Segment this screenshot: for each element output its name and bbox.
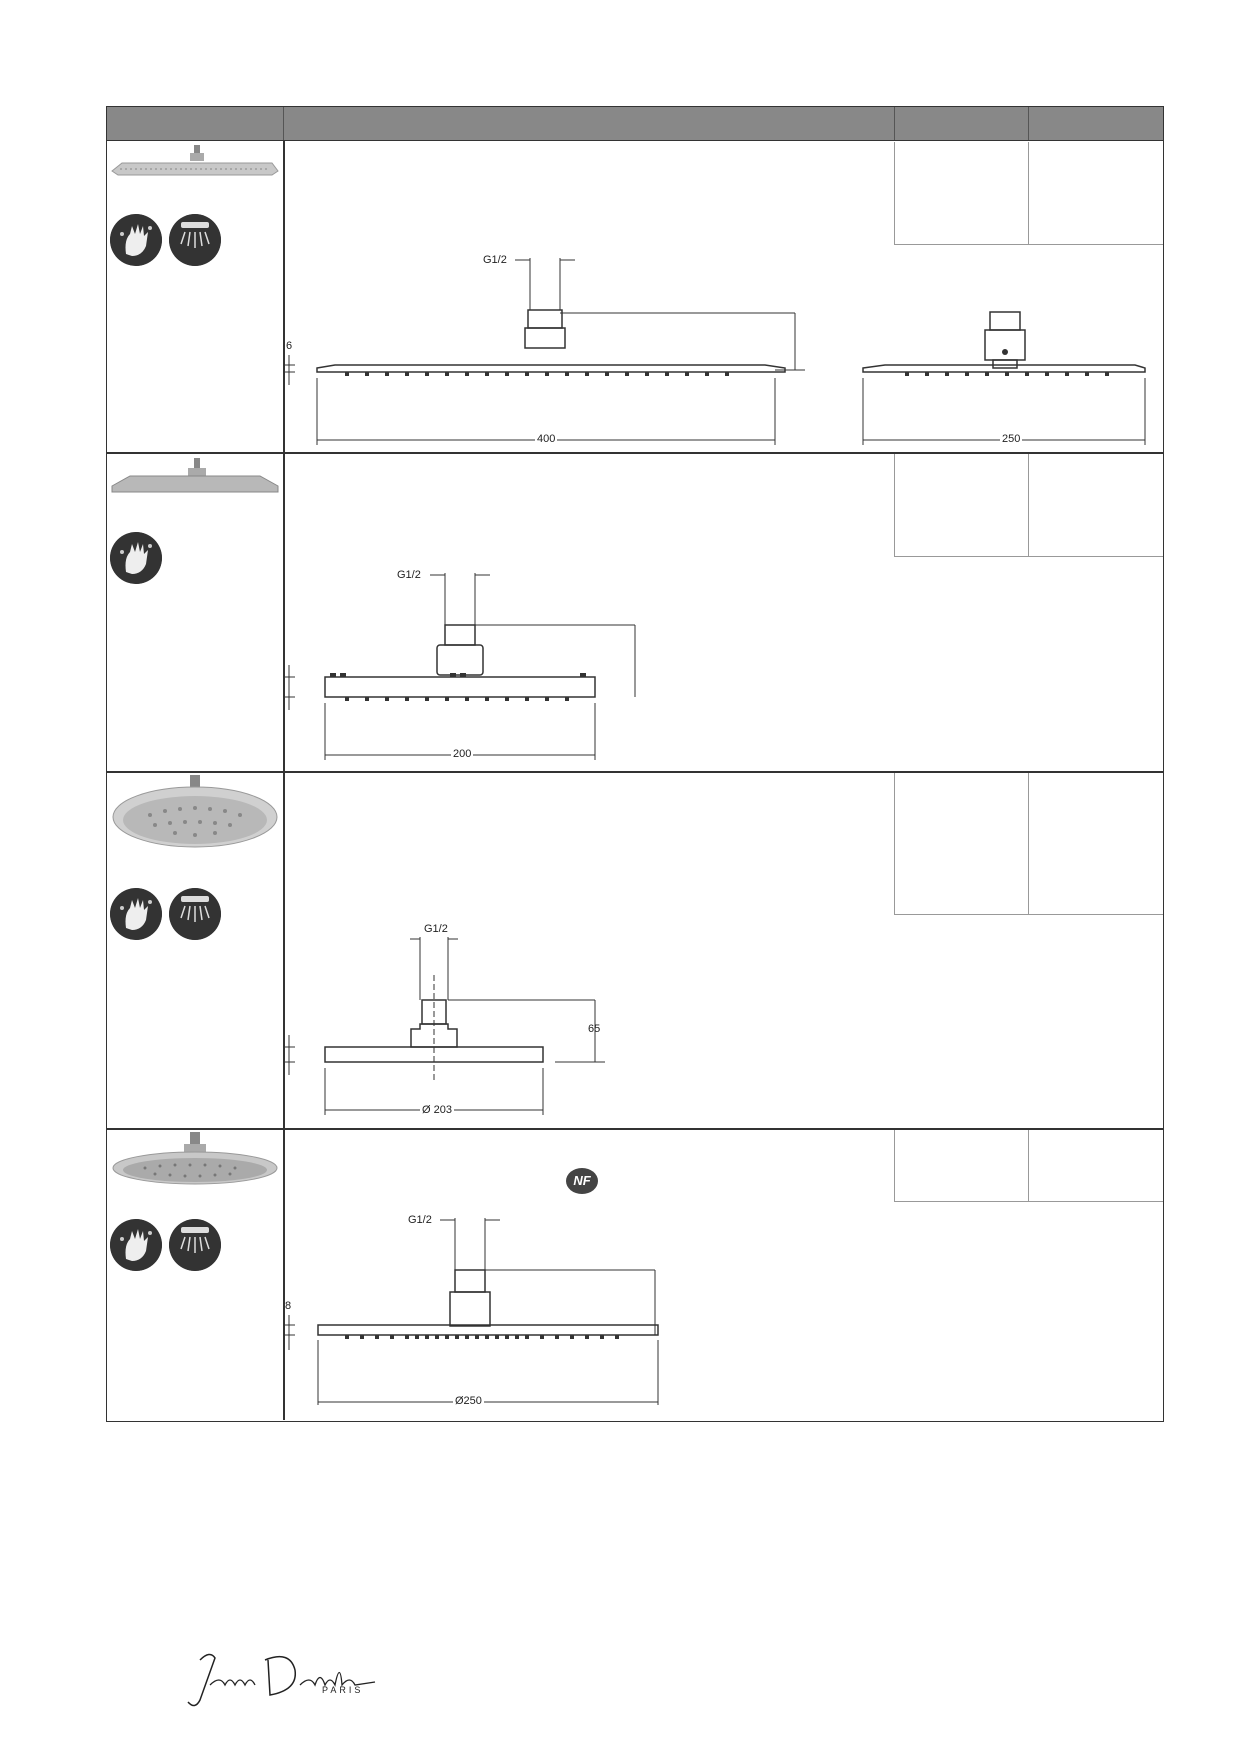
hand-spray-icon [110, 888, 162, 940]
hand-spray-icon [110, 214, 162, 266]
rain-spray-icon [169, 888, 221, 940]
product-table [106, 106, 1164, 1422]
diameter-label: Ø250 [453, 1395, 484, 1407]
table-header [107, 107, 1163, 141]
square-shower-head-thumbnail [111, 458, 279, 493]
connector-label: G1/2 [483, 254, 507, 266]
header-col-description [283, 107, 895, 140]
hand-spray-icon [110, 1219, 162, 1271]
row-divider [107, 1128, 1163, 1130]
connector-label: G1/2 [397, 569, 421, 581]
round-shower-head-thumbnail [112, 775, 278, 848]
width-label: 200 [451, 748, 474, 760]
finish-cell [1028, 142, 1163, 245]
row-divider [107, 452, 1163, 454]
thickness-label: 8 [285, 1300, 292, 1312]
jacob-delafon-logo: PARIS [180, 1640, 380, 1720]
width-label: 400 [535, 433, 558, 445]
diameter-label: Ø 203 [420, 1104, 454, 1116]
column-divider [283, 140, 285, 1420]
square-shower-head-thumbnail [111, 145, 279, 176]
finish-cell [1028, 1130, 1163, 1202]
connector-label: G1/2 [424, 923, 448, 935]
nf-certification-badge: NF [566, 1168, 598, 1194]
connector-label: G1/2 [408, 1214, 432, 1226]
header-col-reference [894, 107, 1029, 140]
side-view [862, 311, 1146, 445]
reference-cell [894, 1130, 1028, 1202]
technical-drawing-row1 [285, 258, 1146, 445]
finish-cell [1028, 454, 1163, 557]
row-divider [107, 771, 1163, 773]
brand-subtitle: PARIS [322, 1685, 364, 1695]
side-width-label: 250 [1000, 433, 1023, 445]
header-col-finish [1028, 107, 1162, 140]
reference-cell [894, 142, 1028, 245]
round-shower-head-thumbnail [112, 1132, 278, 1185]
front-view [285, 258, 805, 445]
technical-drawing-row4 [285, 1218, 659, 1405]
finish-cell [1028, 773, 1163, 915]
reference-cell [894, 454, 1028, 557]
technical-drawing-row3 [285, 937, 605, 1115]
thickness-label: 6 [286, 340, 293, 352]
height-label: 65 [588, 1023, 601, 1035]
technical-drawing-row2 [285, 573, 636, 760]
rain-spray-icon [169, 214, 221, 266]
hand-spray-icon [110, 532, 162, 584]
reference-cell [894, 773, 1028, 915]
header-col-image [107, 107, 284, 140]
rain-spray-icon [169, 1219, 221, 1271]
